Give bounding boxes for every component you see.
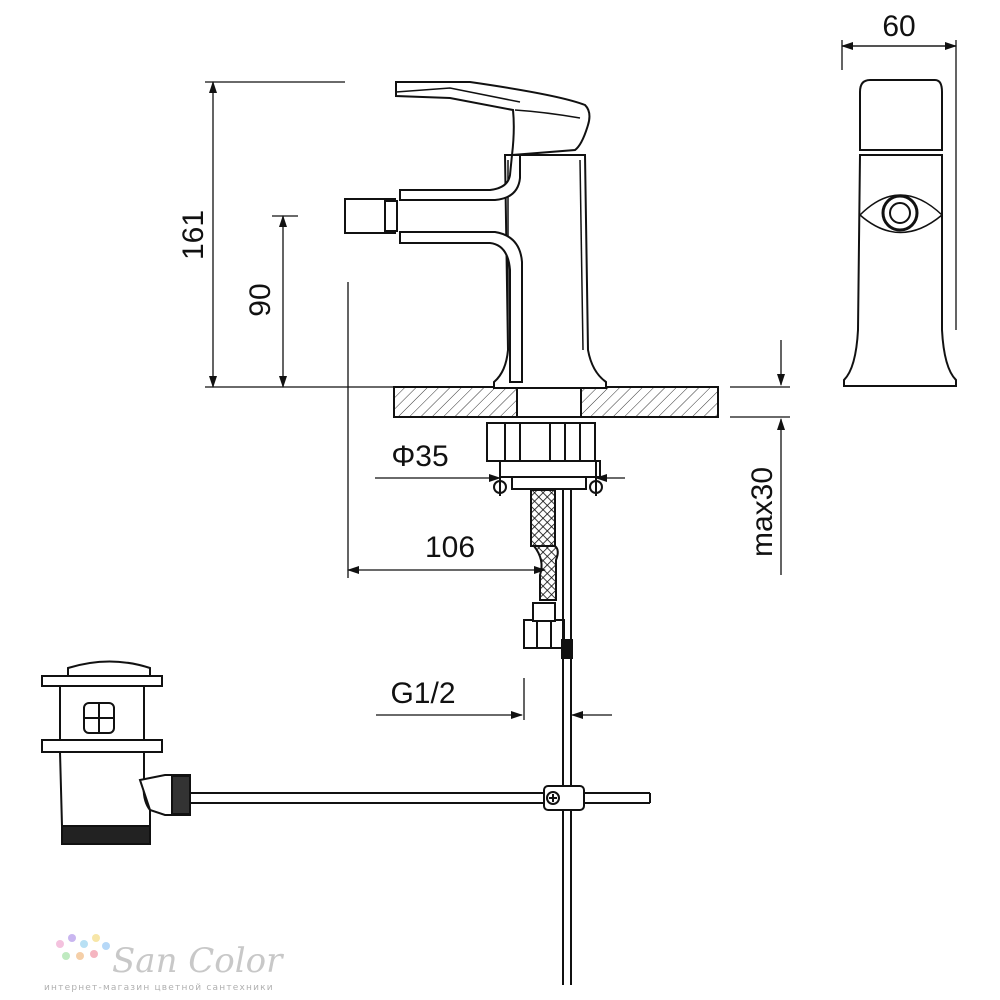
faucet-side-view bbox=[41, 81, 719, 985]
lower-spout bbox=[399, 231, 523, 383]
logo-tagline: интернет-магазин цветной сантехники bbox=[44, 983, 274, 993]
fixing-nut bbox=[486, 422, 596, 462]
dim-counter-thickness: max30 bbox=[746, 467, 779, 557]
dim-thread: G1/2 bbox=[390, 677, 455, 710]
upper-spout bbox=[399, 154, 521, 201]
lever-handle bbox=[395, 81, 591, 157]
hose-nut bbox=[523, 619, 565, 649]
dim-reach: 106 bbox=[425, 531, 475, 564]
dim-height-spout: 90 bbox=[244, 283, 277, 316]
logo-brand: San Color bbox=[112, 941, 284, 981]
logo-dots-icon bbox=[56, 934, 110, 960]
dim-width-top: 60 bbox=[882, 10, 915, 43]
dimension-lines bbox=[205, 40, 957, 720]
sancolor-logo: San Color интернет-магазин цветной санте… bbox=[44, 934, 284, 993]
faucet-front-view bbox=[843, 79, 957, 387]
dim-height-total: 161 bbox=[177, 210, 210, 260]
dim-hole-diameter: Φ35 bbox=[391, 440, 448, 473]
braided-hose bbox=[530, 489, 556, 547]
pop-up-waste bbox=[41, 660, 191, 845]
